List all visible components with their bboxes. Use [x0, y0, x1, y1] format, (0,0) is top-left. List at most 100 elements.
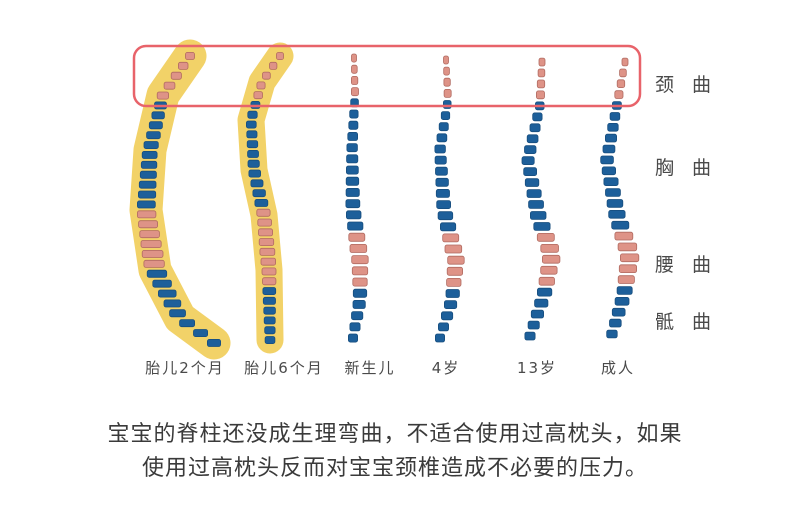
- spine-adult: [600, 57, 640, 339]
- vertebra: [440, 311, 454, 321]
- vertebra: [530, 211, 547, 220]
- vertebra: [614, 231, 634, 241]
- vertebra: [136, 210, 157, 219]
- vertebra: [349, 109, 359, 119]
- vertebra: [260, 257, 277, 266]
- vertebra: [253, 91, 263, 100]
- spine-group: [136, 52, 640, 347]
- vertebra: [254, 198, 269, 207]
- vertebra: [156, 91, 169, 100]
- vertebra: [349, 243, 368, 253]
- vertebra: [347, 131, 358, 141]
- vertebra: [434, 333, 445, 343]
- stage-label-adult: 成人: [600, 359, 636, 377]
- vertebra: [261, 267, 277, 276]
- vertebra: [438, 122, 449, 132]
- vertebra: [262, 71, 271, 80]
- spine-age-4: [434, 55, 465, 343]
- vertebra: [536, 232, 555, 242]
- vertebra: [262, 296, 276, 305]
- vertebra: [352, 288, 368, 298]
- vertebra: [247, 159, 260, 168]
- spine-newborn: [345, 53, 369, 343]
- vertebra: [434, 144, 446, 154]
- vertebra: [151, 111, 165, 120]
- vertebra: [439, 222, 457, 232]
- vertebra: [352, 277, 368, 287]
- vertebra: [264, 326, 276, 335]
- vertebra: [143, 141, 159, 149]
- vertebra: [345, 199, 361, 209]
- spine-age-13: [521, 57, 561, 341]
- vertebra: [256, 208, 271, 217]
- label-thoracic-curve: 胸 曲: [655, 157, 718, 179]
- vertebra: [619, 68, 627, 78]
- vertebra: [603, 177, 619, 187]
- vertebra: [259, 247, 276, 256]
- vertebra: [446, 277, 462, 287]
- vertebra: [143, 259, 165, 268]
- vertebra: [620, 253, 640, 263]
- vertebra: [264, 336, 276, 344]
- vertebra: [617, 275, 635, 284]
- stage-label-fetus-6-months: 胎儿6个月: [244, 359, 324, 377]
- vertebra: [346, 154, 359, 164]
- vertebra: [137, 190, 157, 199]
- vertebra: [146, 131, 161, 140]
- vertebra: [527, 320, 540, 330]
- vertebra: [443, 300, 458, 310]
- vertebra: [437, 322, 449, 332]
- vertebra: [258, 228, 274, 237]
- vertebra: [163, 299, 182, 308]
- vertebra: [601, 166, 617, 176]
- vertebra: [146, 269, 168, 278]
- vertebra: [436, 133, 448, 143]
- vertebra: [345, 165, 359, 175]
- vertebra: [248, 169, 261, 178]
- label-cervical-curve: 颈 曲: [655, 74, 718, 96]
- vertebra: [169, 309, 186, 318]
- vertebra: [605, 188, 621, 197]
- vertebra: [440, 111, 451, 120]
- vertebra: [140, 240, 162, 248]
- vertebra: [537, 68, 546, 78]
- vertebra: [446, 266, 464, 276]
- vertebra: [351, 311, 364, 321]
- vertebra: [445, 289, 460, 298]
- vertebra: [434, 155, 447, 165]
- vertebra: [179, 319, 196, 328]
- vertebra: [538, 57, 546, 67]
- vertebra: [351, 64, 358, 74]
- vertebra: [530, 309, 544, 319]
- vertebra: [540, 265, 558, 275]
- vertebra: [138, 220, 159, 229]
- vertebra: [616, 286, 633, 295]
- vertebra: [206, 338, 221, 347]
- vertebra: [600, 155, 614, 165]
- vertebra: [621, 57, 629, 67]
- vertebra: [350, 76, 359, 85]
- vertebra: [262, 277, 277, 286]
- vertebra: [269, 61, 278, 70]
- vertebra: [607, 123, 619, 132]
- stage-label-newborn: 新生儿: [344, 359, 396, 377]
- vertebra: [534, 298, 549, 308]
- vertebra: [345, 210, 362, 220]
- vertebra: [609, 112, 621, 121]
- vertebra: [138, 180, 157, 189]
- vertebra: [141, 150, 158, 159]
- vertebra: [170, 71, 182, 80]
- vertebra: [250, 179, 264, 188]
- stage-label-age-13: 13岁: [516, 359, 558, 377]
- vertebra: [542, 254, 561, 264]
- vertebra: [185, 52, 195, 60]
- vertebra: [526, 189, 542, 198]
- vertebra: [348, 120, 359, 130]
- vertebra: [442, 233, 460, 243]
- vertebra: [443, 66, 450, 76]
- label-lumbar-curve: 腰 曲: [655, 254, 718, 276]
- vertebra: [193, 329, 209, 337]
- stage-label-fetus-2-months: 胎儿2个月: [145, 359, 225, 377]
- vertebra: [348, 232, 366, 242]
